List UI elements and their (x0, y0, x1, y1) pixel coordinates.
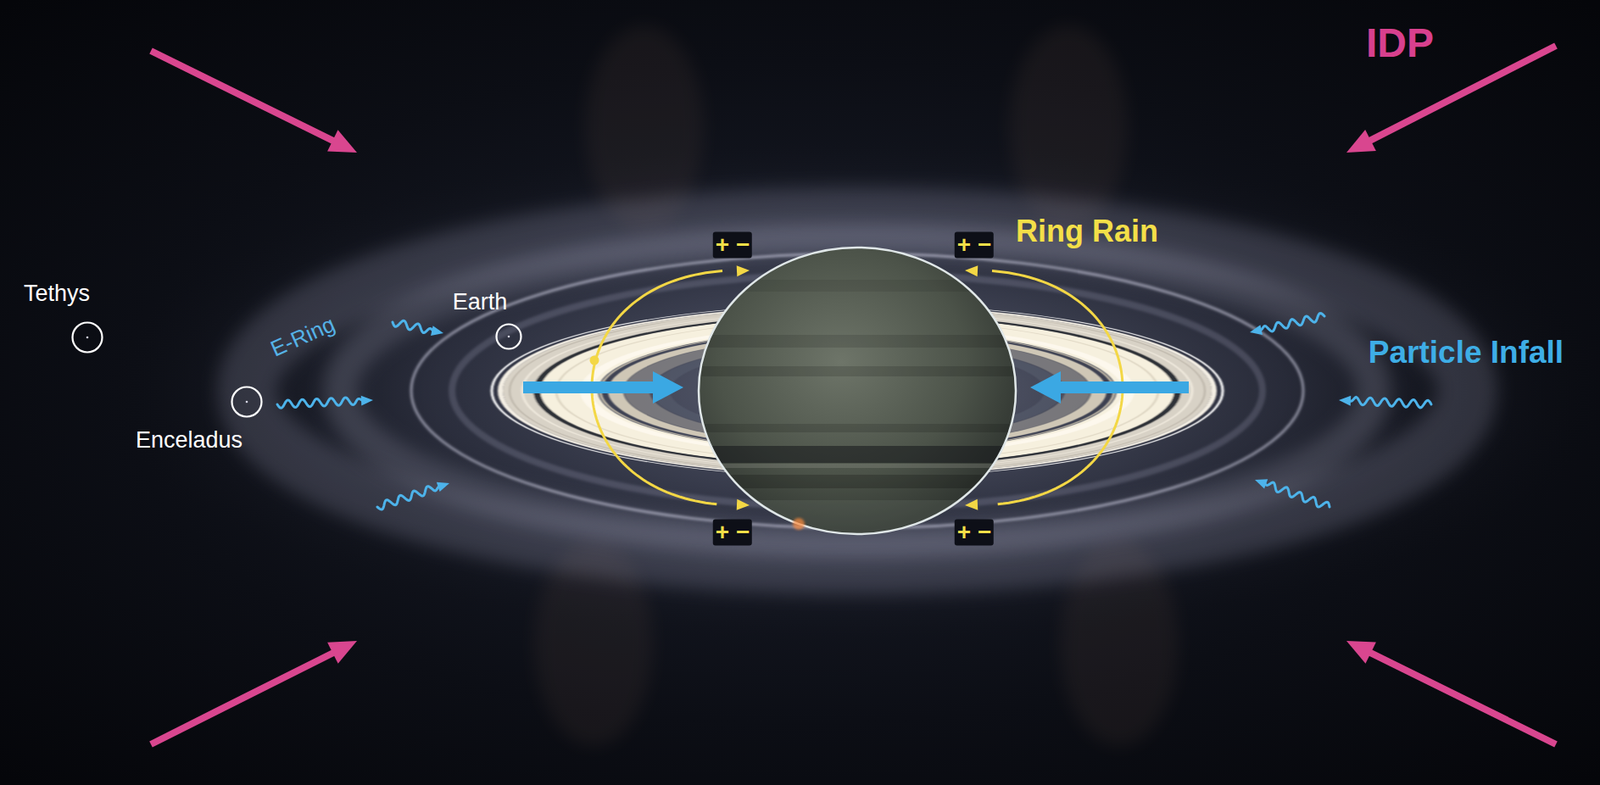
infall-arrow (1056, 381, 1189, 394)
idp-arrow (150, 651, 337, 745)
idp-arrow-head (1346, 641, 1377, 664)
idp-arrow-head (327, 129, 357, 153)
ring-rain-label: Ring Rain (1015, 214, 1159, 249)
idp-arrow-head (327, 641, 357, 664)
infall-wave (392, 320, 434, 333)
infall-wave-head (361, 395, 374, 407)
infall-arrow-head (652, 371, 684, 404)
idp-label: IDP (1365, 21, 1434, 67)
particle-infall-label: Particle Infall (1368, 335, 1564, 371)
moon-marker: Tethys (71, 321, 104, 354)
moon-dot (86, 336, 90, 340)
idp-arrow (1366, 651, 1556, 745)
infall-arrow-head (1030, 371, 1061, 404)
ring-shine (695, 463, 1018, 469)
e-ring (340, 239, 1375, 542)
infall-wave-head (436, 482, 450, 492)
charge-label: + − (954, 232, 994, 259)
marker-circle (72, 323, 103, 353)
ring-rain-head (964, 265, 978, 277)
ring-rain-head (964, 499, 978, 511)
ring-rain-dot (590, 356, 600, 366)
marker-circle (232, 387, 263, 418)
ring-shadow (695, 445, 1018, 463)
charge-label: + − (713, 519, 753, 547)
charge-label: + − (713, 232, 753, 259)
moon-dot (245, 401, 249, 404)
body-label: Tethys (23, 281, 90, 307)
cloud-band (695, 474, 1018, 489)
infall-wave (1265, 482, 1330, 508)
moon-marker: Earth (495, 323, 523, 351)
marker-circle (496, 324, 522, 350)
sun-glint (792, 518, 805, 530)
infall-wave-head (1249, 324, 1263, 335)
moon-marker: Enceladus (230, 385, 263, 419)
infall-wave-head (430, 325, 444, 336)
infall-wave-head (1254, 479, 1268, 489)
body-label: Earth (452, 289, 508, 316)
ring-rain-head (736, 499, 750, 511)
cloud-band (695, 423, 1018, 433)
marker-outline (495, 323, 523, 351)
moon-dot (507, 335, 511, 339)
infall-wave (1349, 396, 1432, 407)
cloud-band (695, 334, 1018, 348)
ring-rain-head (736, 265, 750, 277)
cloud-band (695, 366, 1018, 377)
e-ring-label: E-Ring (267, 312, 339, 362)
arrows (150, 45, 1556, 745)
marker-outline (71, 321, 104, 354)
marker-outline (230, 385, 263, 419)
idp-arrow (150, 50, 337, 143)
saturn-bands (695, 279, 1018, 539)
idp-arrow-head (1346, 129, 1377, 153)
body-label: Enceladus (135, 428, 243, 454)
saturn-limb (698, 247, 1016, 535)
e-ring (246, 217, 1468, 565)
infall-arrow (523, 381, 658, 394)
e-ring-glow (77, 128, 1600, 654)
infall-wave-head (1338, 395, 1351, 407)
infall-wave (377, 486, 440, 510)
infall-wave (1259, 312, 1325, 331)
charge-label: + − (954, 519, 994, 547)
infall-wave (277, 397, 363, 408)
